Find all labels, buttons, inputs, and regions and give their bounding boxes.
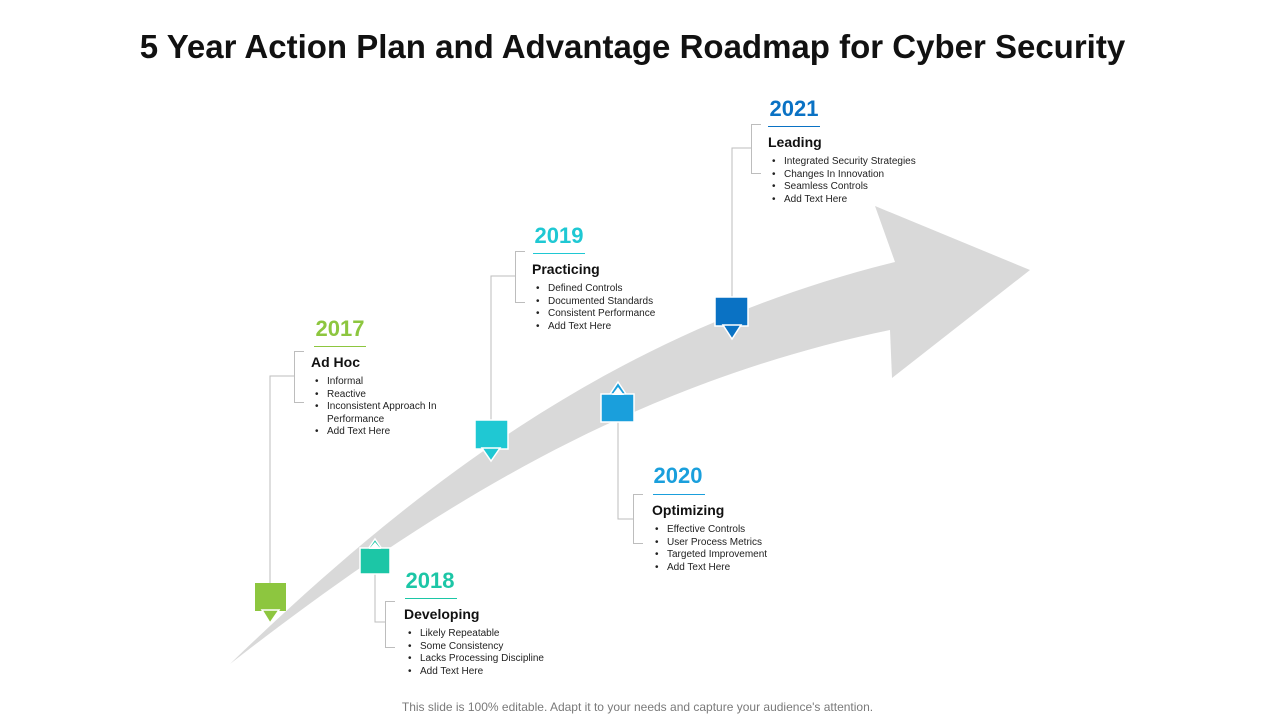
list-item: Integrated Security Strategies (771, 156, 951, 169)
stage-points: Effective Controls User Process Metrics … (654, 524, 814, 574)
list-item: Documented Standards (535, 296, 695, 309)
stage-bracket (515, 251, 525, 303)
stage-bracket (385, 601, 395, 648)
list-item: User Process Metrics (654, 537, 814, 550)
growth-arrow (230, 206, 1030, 664)
year-label: 2017 (315, 316, 365, 341)
year-label: 2019 (534, 223, 584, 248)
list-item: Add Text Here (771, 194, 951, 207)
stage-bracket (294, 351, 304, 403)
list-item: Consistent Performance (535, 308, 695, 321)
year-underline (653, 494, 705, 495)
stage-title: Ad Hoc (311, 354, 360, 370)
list-item: Targeted Improvement (654, 549, 814, 562)
stage-points: Integrated Security Strategies Changes I… (771, 156, 951, 206)
list-item: Some Consistency (407, 641, 577, 654)
slide-title: 5 Year Action Plan and Advantage Roadmap… (139, 28, 1126, 65)
list-item: Reactive (314, 389, 464, 402)
connector-lines (269, 147, 751, 623)
marker-2017 (255, 583, 286, 625)
list-item: Add Text Here (654, 562, 814, 575)
list-item: Informal (314, 376, 464, 389)
stage-points: Defined Controls Documented Standards Co… (535, 283, 695, 333)
year-underline (314, 346, 366, 347)
year-label: 2020 (653, 463, 703, 488)
stage-bracket (633, 494, 643, 544)
stage-title: Developing (404, 606, 480, 622)
stage-title: Practicing (532, 261, 600, 277)
list-item: Lacks Processing Discipline (407, 653, 577, 666)
list-item: Defined Controls (535, 283, 695, 296)
slide-footer: This slide is 100% editable. Adapt it to… (401, 700, 874, 714)
marker-2021 (714, 296, 749, 341)
marker-2020 (600, 380, 635, 423)
year-underline (405, 598, 457, 599)
list-item: Effective Controls (654, 524, 814, 537)
list-item: Add Text Here (407, 666, 577, 679)
year-underline (533, 253, 585, 254)
marker-2019 (474, 419, 509, 463)
list-item: Likely Repeatable (407, 628, 577, 641)
list-item: Seamless Controls (771, 181, 951, 194)
year-underline (768, 126, 820, 127)
year-label: 2018 (405, 568, 455, 593)
year-label: 2021 (769, 96, 819, 121)
list-item: Add Text Here (535, 321, 695, 334)
stage-points: Likely Repeatable Some Consistency Lacks… (407, 628, 577, 678)
stage-bracket (751, 124, 761, 174)
stage-title: Optimizing (652, 502, 725, 518)
list-item: Changes In Innovation (771, 169, 951, 182)
stage-title: Leading (768, 134, 822, 150)
list-item: Add Text Here (314, 426, 464, 439)
marker-2018 (359, 537, 391, 575)
list-item: Inconsistent Approach In Performance (314, 401, 464, 426)
stage-points: Informal Reactive Inconsistent Approach … (314, 376, 464, 439)
